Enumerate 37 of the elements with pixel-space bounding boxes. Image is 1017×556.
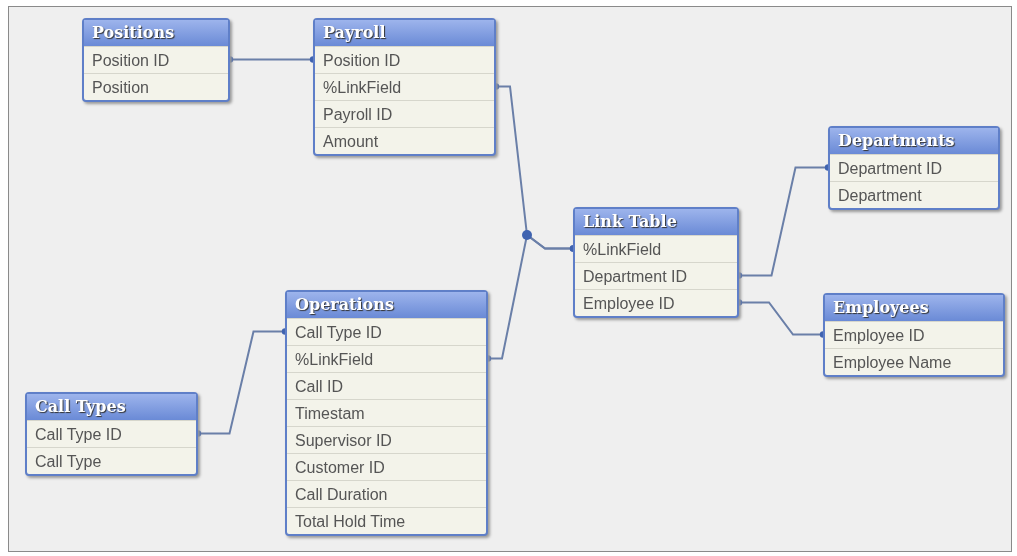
table-card [313, 18, 496, 156]
table-card [82, 18, 230, 102]
field-row: Call Type ID [287, 318, 486, 345]
field-row: Department ID [830, 154, 998, 181]
table-title: Positions [84, 20, 228, 46]
field-row: %LinkField [315, 73, 494, 100]
field-row: Call Type [27, 447, 196, 474]
table-card [823, 293, 1005, 377]
field-row: Total Hold Time [287, 507, 486, 534]
field-row: Employee Name [825, 348, 1003, 375]
field-row: Call Type ID [27, 420, 196, 447]
table-title: Departments [830, 128, 998, 154]
table-card [828, 126, 1000, 210]
table-title: Payroll [315, 20, 494, 46]
table-title: Link Table [575, 209, 737, 235]
field-row: %LinkField [287, 345, 486, 372]
table-card [573, 207, 739, 318]
table-title: Operations [287, 292, 486, 318]
field-row: Position ID [84, 46, 228, 73]
table-title: Employees [825, 295, 1003, 321]
table-title: Call Types [27, 394, 196, 420]
field-row: Employee ID [825, 321, 1003, 348]
field-row: Amount [315, 127, 494, 154]
field-row: Payroll ID [315, 100, 494, 127]
field-row: Position ID [315, 46, 494, 73]
field-row: Call Duration [287, 480, 486, 507]
field-row: Customer ID [287, 453, 486, 480]
table-card [285, 290, 488, 536]
field-row: Timestam [287, 399, 486, 426]
field-row: %LinkField [575, 235, 737, 262]
field-row: Department ID [575, 262, 737, 289]
field-row: Employee ID [575, 289, 737, 316]
field-row: Department [830, 181, 998, 208]
field-row: Supervisor ID [287, 426, 486, 453]
field-row: Call ID [287, 372, 486, 399]
table-card [25, 392, 198, 476]
field-row: Position [84, 73, 228, 100]
